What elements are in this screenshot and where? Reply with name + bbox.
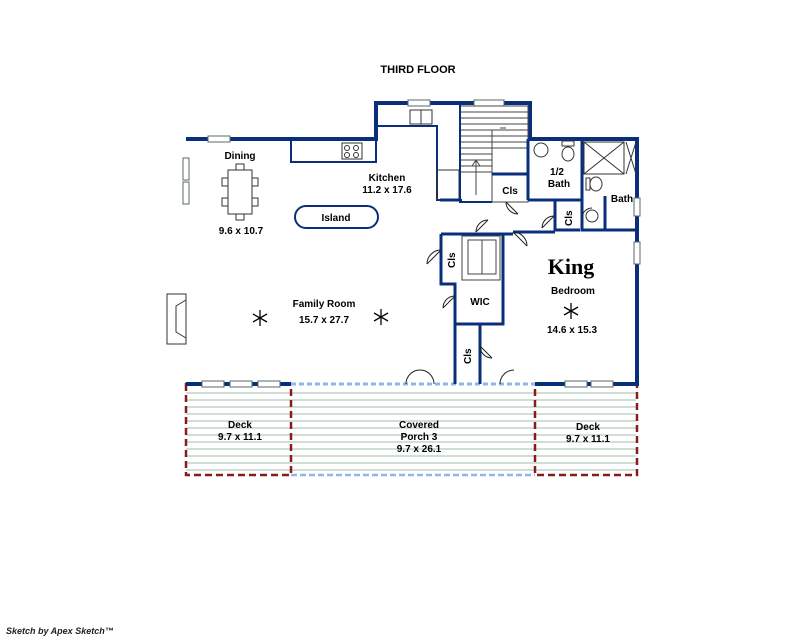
windows: [182, 99, 641, 388]
refrigerator: [436, 169, 460, 201]
dining-dims: 9.6 x 10.7: [219, 226, 264, 237]
closet-label: Cls: [502, 186, 518, 197]
ceiling-fan-icon: [252, 310, 268, 326]
half-bath-label-2: Bath: [548, 179, 570, 190]
closet-label: Cls: [447, 252, 458, 268]
bath-fixtures: [533, 140, 637, 223]
closet-label: Cls: [564, 210, 575, 226]
dining-table: [221, 163, 259, 221]
ceiling-fan-icon: [563, 303, 579, 319]
kitchen-sink: [409, 109, 433, 125]
staircase: [459, 105, 529, 203]
stove: [341, 142, 363, 160]
deck-right-label: Deck: [576, 422, 600, 433]
half-bath-label-1: 1/2: [550, 167, 564, 178]
deck-left-label: Deck: [228, 420, 252, 431]
king-label: King: [548, 254, 594, 279]
island-label: Island: [322, 213, 351, 224]
bedroom-dims: 14.6 x 15.3: [547, 325, 597, 336]
bath-label: Bath: [611, 194, 633, 205]
family-room-label: Family Room: [293, 299, 356, 310]
bedroom-label: Bedroom: [551, 286, 595, 297]
kitchen-label: Kitchen: [369, 173, 406, 184]
deck-left: [184, 382, 293, 477]
porch-label-1: Covered: [399, 420, 439, 431]
porch-dims: 9.7 x 26.1: [397, 444, 442, 455]
deck-left-dims: 9.7 x 11.1: [218, 432, 262, 443]
kitchen-island: [294, 205, 379, 229]
family-room-dims: 15.7 x 27.7: [299, 315, 349, 326]
deck-right-dims: 9.7 x 11.1: [566, 434, 610, 445]
ceiling-fan-icon: [373, 309, 389, 325]
sketch-credit: Sketch by Apex Sketch™: [6, 626, 114, 636]
kitchen-dims: 11.2 x 17.6: [362, 185, 412, 196]
interior-walls: [439, 139, 637, 384]
porch-label-2: Porch 3: [401, 432, 438, 443]
fireplace: [166, 293, 187, 345]
deck-area: [184, 382, 639, 477]
wic-shelving: [461, 235, 501, 281]
exterior-walls: [186, 101, 639, 386]
wic-label: WIC: [470, 297, 489, 308]
doors: [405, 201, 593, 385]
dining-label: Dining: [224, 151, 255, 162]
closet-label: Cls: [463, 348, 474, 364]
page-title: THIRD FLOOR: [380, 64, 455, 76]
